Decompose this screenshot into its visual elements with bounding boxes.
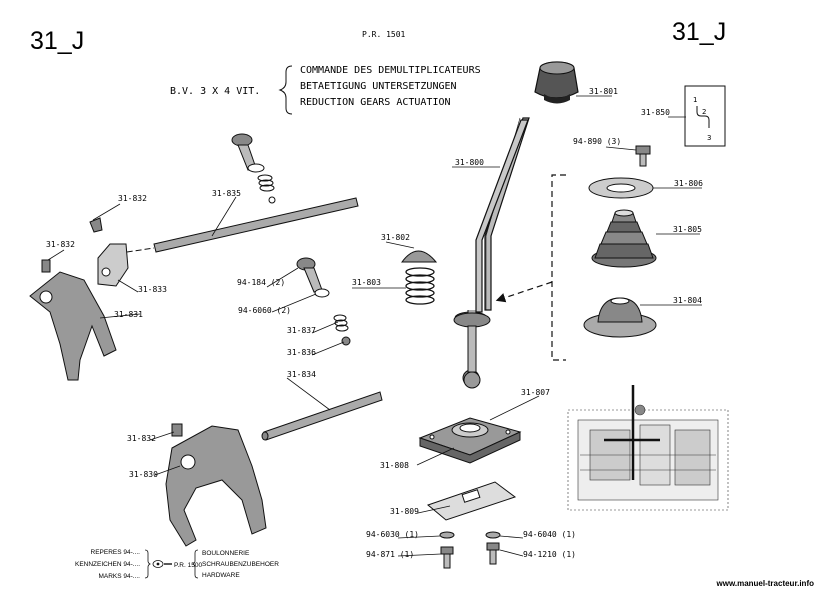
page-code-right: 31_J <box>672 18 726 46</box>
exploded-arrow <box>495 281 553 303</box>
gearbox-label: B.V. 3 X 4 VIT. <box>170 86 260 97</box>
fork-31-831 <box>29 259 117 381</box>
shaft-31-834 <box>261 391 383 441</box>
label-31-832-left: 31-832 <box>46 240 75 249</box>
legend-brace-left <box>144 549 151 579</box>
label-31-804: 31-804 <box>673 296 702 305</box>
label-31-803: 31-803 <box>352 278 381 287</box>
legend-pr: P.R. 1500 <box>174 562 202 569</box>
legend-reperes: REPERES 94-.... <box>91 549 141 556</box>
label-94-871: 94-871 (1) <box>366 550 414 559</box>
title-en: REDUCTION GEARS ACTUATION <box>300 97 451 108</box>
website-watermark: www.manuel-tracteur.info <box>716 579 815 588</box>
legend-marks: MARKS 94-.... <box>98 573 140 580</box>
legend-brace-right <box>192 549 199 579</box>
label-31-832-top: 31-832 <box>118 194 147 203</box>
pr-reference: P.R. 1501 <box>362 30 406 39</box>
label-31-809: 31-809 <box>390 507 419 516</box>
screw-94-1210 <box>486 542 500 565</box>
legend-schrauben: SCHRAUBENZUBEHOER <box>202 561 279 568</box>
label-31-806: 31-806 <box>674 179 703 188</box>
label-94-6040: 94-6040 (1) <box>523 530 576 539</box>
lever-lower <box>467 325 477 373</box>
label-31-834: 31-834 <box>287 370 316 379</box>
base-plate-31-808 <box>418 417 522 464</box>
label-31-807: 31-807 <box>521 388 550 397</box>
page-code-left: 31_J <box>30 27 84 55</box>
title-fr: COMMANDE DES DEMULTIPLICATEURS <box>300 65 481 76</box>
bolt-94-184 <box>296 257 330 298</box>
gear-knob <box>534 61 579 104</box>
ball-31-836 <box>341 336 351 346</box>
label-31-808: 31-808 <box>380 461 409 470</box>
cover-31-804 <box>583 297 657 338</box>
label-31-833: 31-833 <box>138 285 167 294</box>
label-31-850: 31-850 <box>641 108 670 117</box>
gear-3-label: 3 <box>707 134 711 142</box>
legend-boulonnerie: BOULONNERIE <box>202 550 250 557</box>
label-94-1210: 94-1210 (1) <box>523 550 576 559</box>
cup-31-802 <box>401 250 438 263</box>
label-31-836: 31-836 <box>287 348 316 357</box>
title-de: BETAETIGUNG UNTERSETZUNGEN <box>300 81 457 92</box>
screw-94-871 <box>440 546 454 569</box>
label-31-832-fork: 31-832 <box>127 434 156 443</box>
label-31-801: 31-801 <box>589 87 618 96</box>
exploded-bracket <box>551 174 566 361</box>
shift-pattern-path <box>696 106 710 128</box>
leader-lines <box>47 95 702 557</box>
washer-94-6030 <box>439 531 455 539</box>
gasket-31-809 <box>426 481 517 521</box>
spring-31-803 <box>405 267 435 305</box>
shaft-31-835 <box>99 197 359 257</box>
gear-2-label: 2 <box>702 108 706 116</box>
ring-31-806 <box>588 177 654 199</box>
label-31-830: 31-830 <box>129 470 158 479</box>
label-94-184: 94-184 (2) <box>237 278 285 287</box>
label-31-837: 31-837 <box>287 326 316 335</box>
lever-upper <box>475 119 529 313</box>
washer-94-6040 <box>485 531 501 539</box>
lever-ball-joint <box>453 312 491 328</box>
bolt-94-890 <box>635 145 651 167</box>
spring-31-837 <box>333 314 349 332</box>
legend-kennzeichen: KENNZEICHEN 94-.... <box>75 561 140 568</box>
label-31-805: 31-805 <box>673 225 702 234</box>
pin-31-832-upper <box>89 217 103 233</box>
gear-1-label: 1 <box>693 96 697 104</box>
label-94-890: 94-890 (3) <box>573 137 621 146</box>
bolt-symbol-icon <box>152 560 172 568</box>
lever-ball <box>463 371 481 389</box>
legend: REPERES 94-.... KENNZEICHEN 94-.... MARK… <box>75 549 279 580</box>
gearbox-cutaway <box>567 385 729 511</box>
label-31-831: 31-831 <box>114 310 143 319</box>
label-94-6030: 94-6030 (1) <box>366 530 419 539</box>
label-31-802: 31-802 <box>381 233 410 242</box>
label-94-6060: 94-6060 (2) <box>238 306 291 315</box>
title-brace <box>278 65 293 115</box>
legend-hardware: HARDWARE <box>202 572 240 579</box>
bolt-upper <box>231 133 276 204</box>
boot-31-805 <box>591 209 657 268</box>
interlock-31-833 <box>97 243 129 287</box>
label-31-800: 31-800 <box>455 158 484 167</box>
label-31-835: 31-835 <box>212 189 241 198</box>
fork-31-830 <box>165 423 267 547</box>
